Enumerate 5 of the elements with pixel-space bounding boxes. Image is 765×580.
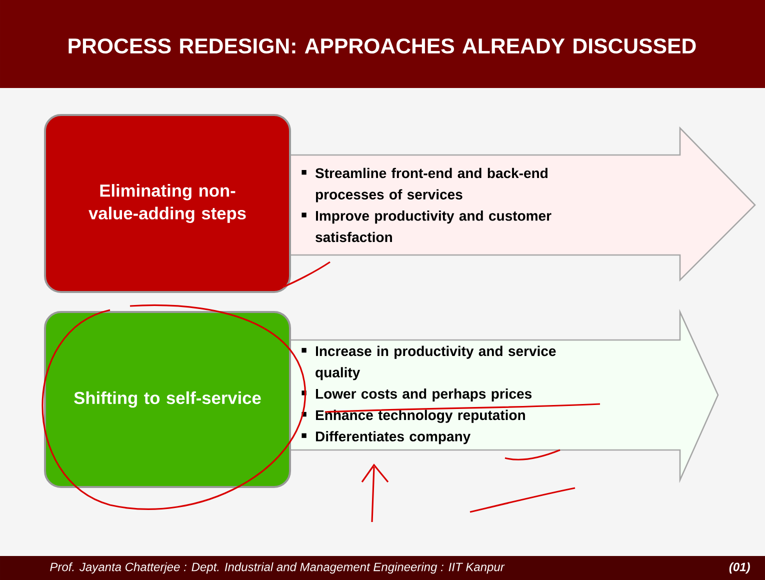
rounded-box: Shifting to self-service <box>44 311 291 488</box>
slide-title: PROCESS REDESIGN: APPROACHES ALREADY DISCUSSED <box>68 38 696 54</box>
footer-text: Prof. Jayanta Chatterjee : Dept. Industrial and Management Engineering : IIT Kanpur <box>50 562 505 574</box>
page-number: (01) <box>729 562 750 574</box>
rounded-box: Eliminating non-value-adding steps <box>44 114 291 293</box>
